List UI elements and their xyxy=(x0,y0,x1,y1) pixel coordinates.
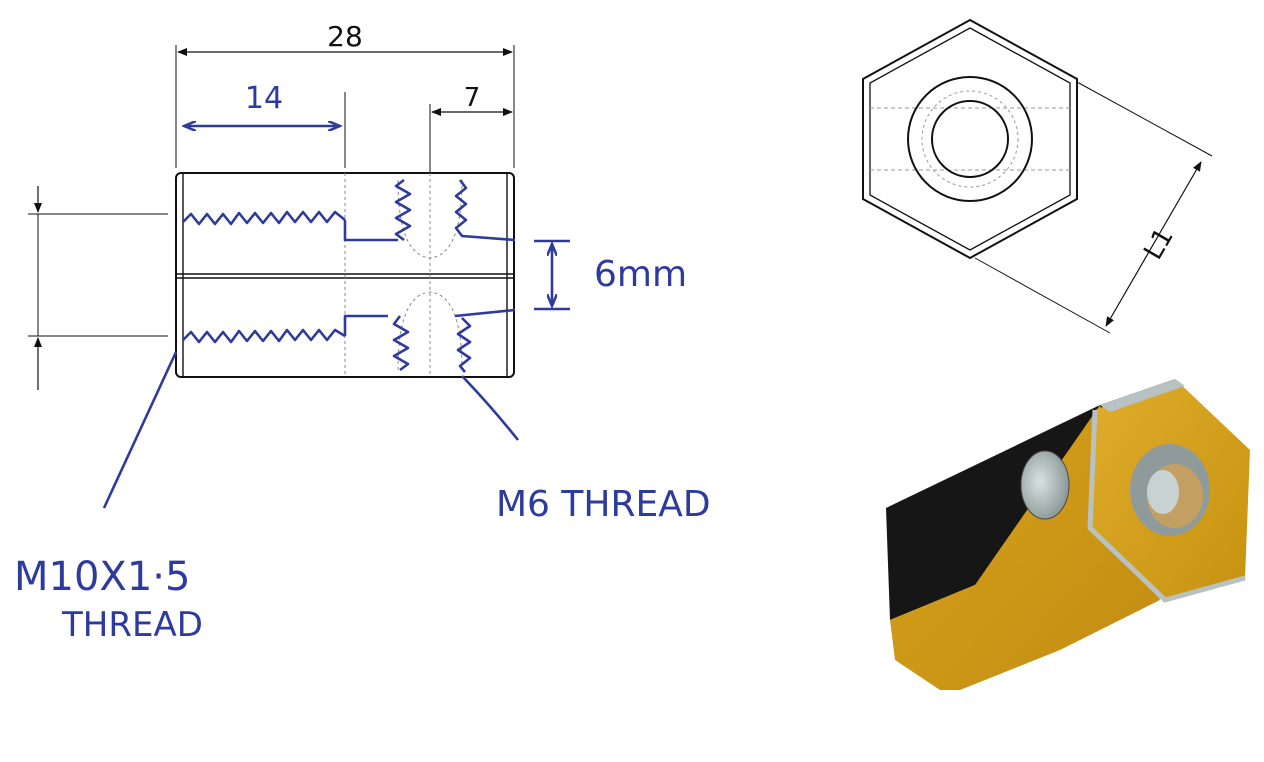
hex-thread-circle xyxy=(921,90,1019,188)
m10-thread-marks xyxy=(182,210,398,344)
render-hex-edge xyxy=(1087,409,1246,603)
dim-label-7: 7 xyxy=(464,83,481,113)
l1-dim-line xyxy=(1105,161,1202,327)
hex-outline-inner xyxy=(869,27,1071,251)
m6-thread-marks xyxy=(392,178,516,373)
leader-m10 xyxy=(102,351,178,509)
callout-m10-thread-line2: THREAD xyxy=(61,605,203,645)
dim-label-28: 28 xyxy=(327,20,363,53)
leader-m6 xyxy=(461,375,520,441)
render-side-hole xyxy=(1020,450,1070,520)
l1-ext-line-bottom xyxy=(974,257,1111,334)
dim-label-6mm: 6mm xyxy=(594,254,687,295)
hex-bore-circle xyxy=(931,100,1009,178)
l1-ext-line-top xyxy=(1076,81,1213,157)
callout-m6-thread: M6 THREAD xyxy=(496,484,711,525)
callout-m10-thread-line1: M10X1·5 xyxy=(14,554,190,600)
render-end-hole-bore xyxy=(1147,470,1179,514)
hex-end-view: L1 xyxy=(862,18,1213,334)
render-hex-top-edge xyxy=(1100,379,1185,412)
part-3d-render xyxy=(886,379,1250,690)
dim-label-14: 14 xyxy=(245,81,283,116)
hex-outline-outer xyxy=(862,18,1078,260)
hex-counterbore-circle xyxy=(907,76,1033,202)
hidden-lines xyxy=(344,173,463,377)
side-view: 28 7 14 6mm M6 THREAD M10X1·5 THREAD xyxy=(14,20,711,645)
